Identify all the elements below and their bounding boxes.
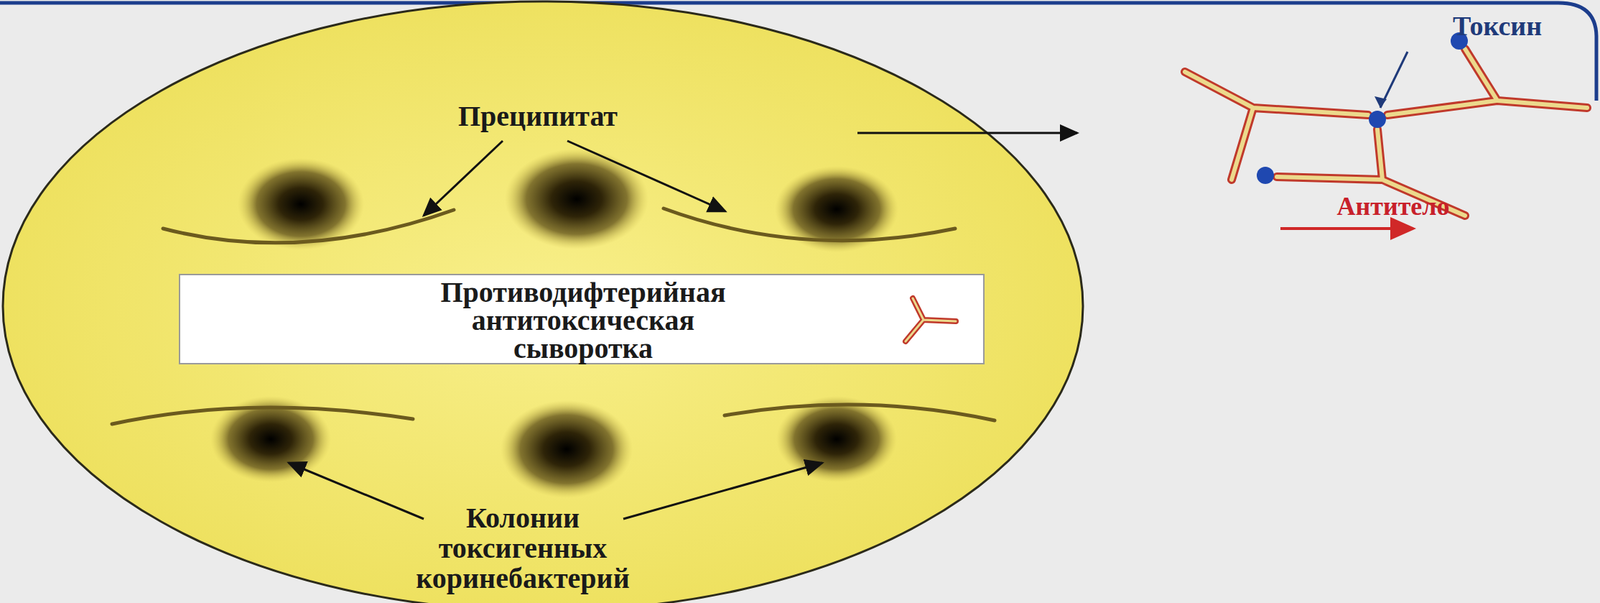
- petri-dish-node: ПреципитатКолонии токсигенных коринебакт…: [2, 0, 1084, 603]
- antibody-arrow: [1280, 226, 1414, 230]
- antibody-label: Антитело: [1307, 191, 1480, 222]
- precipitate-label: Преципитат: [394, 100, 682, 133]
- serum-strip: Противодифтерийная антитоксическая сывор…: [178, 273, 985, 365]
- toxin-dots: [1256, 32, 1468, 184]
- precipitate-lines: [112, 208, 995, 424]
- dish-outline: [2, 1, 1083, 603]
- toxin-leader-head: [1374, 96, 1387, 108]
- toxin-label: Токсин: [1429, 10, 1566, 42]
- serum-label: Противодифтерийная антитоксическая сывор…: [417, 277, 749, 362]
- antibodies: [1184, 48, 1588, 216]
- antibody-icon: [898, 290, 964, 349]
- colonies-label: Колонии токсигенных коринебактерий: [386, 502, 660, 594]
